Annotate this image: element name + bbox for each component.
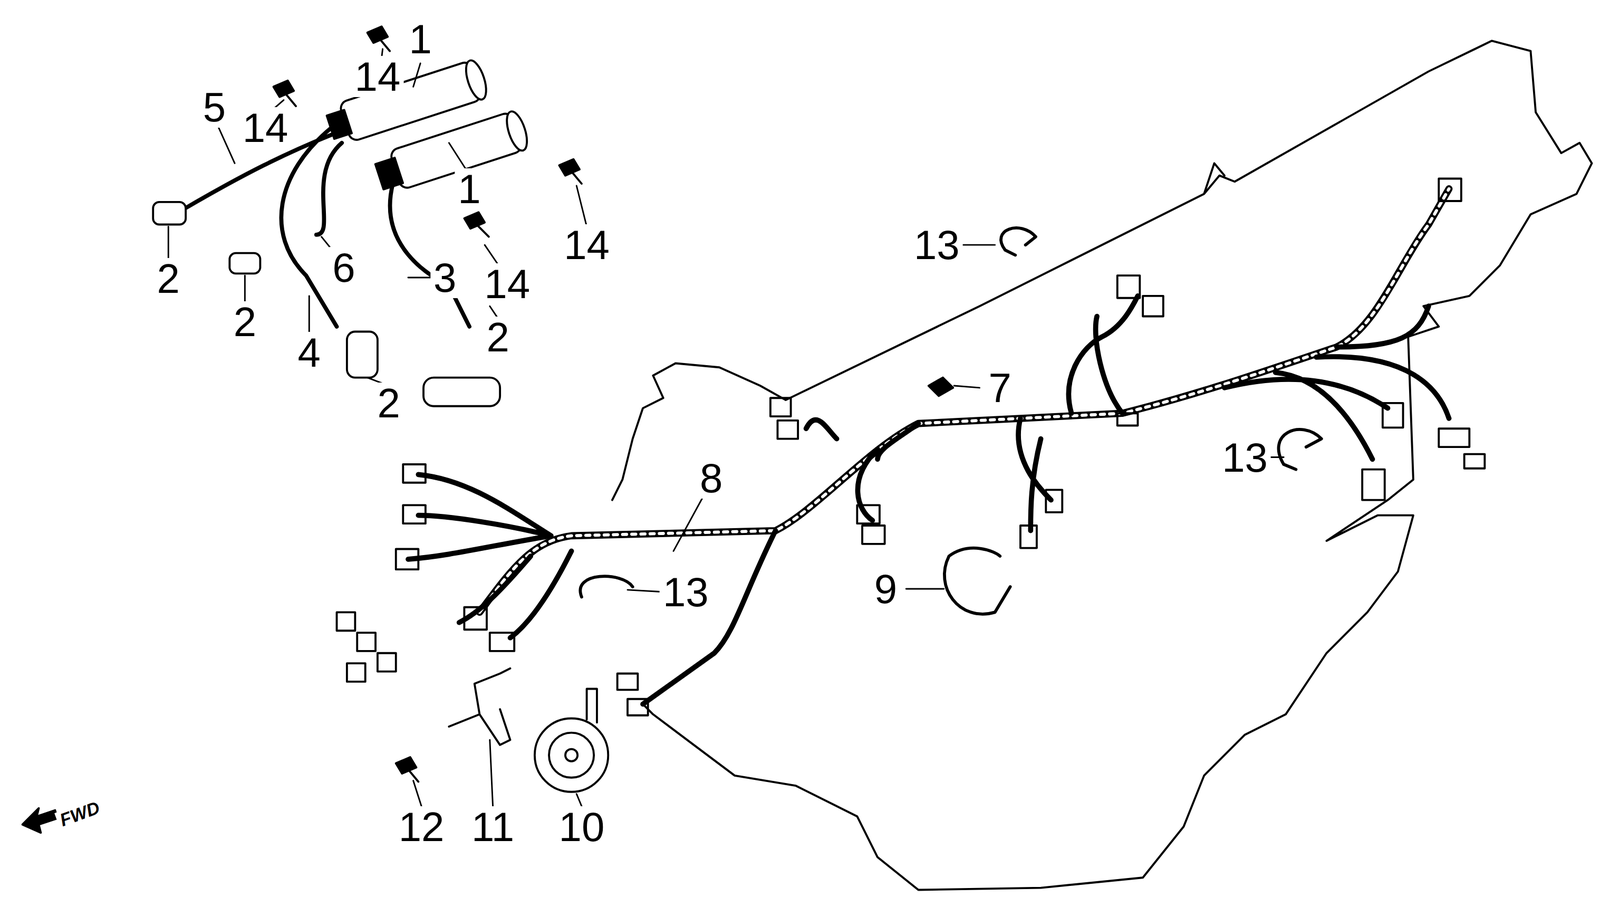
- callout-number: 2: [230, 301, 260, 343]
- ht-lead: [183, 127, 470, 327]
- callout-number: 4: [294, 331, 324, 373]
- fwd-arrow: [22, 807, 58, 833]
- callout-number: 14: [351, 55, 404, 98]
- callout-number: 1: [454, 168, 484, 210]
- bracket: [448, 668, 510, 745]
- callout-number: 12: [395, 805, 448, 847]
- callout-number: 3: [430, 256, 460, 298]
- callout-number: 7: [985, 367, 1015, 409]
- ignition-coil: [372, 109, 532, 196]
- clamp: [1000, 227, 1036, 256]
- callout-number: 13: [659, 571, 712, 613]
- band: [944, 547, 1011, 614]
- clamp: [580, 575, 633, 597]
- callout-number: 13: [910, 224, 963, 266]
- callout-number: 2: [153, 257, 183, 300]
- plug-cap: [152, 201, 500, 407]
- clip: [928, 377, 953, 397]
- callout-number: 6: [329, 246, 359, 288]
- callout-number: 2: [374, 382, 404, 424]
- callout-number: 14: [560, 224, 613, 266]
- callout-number: 1: [405, 18, 435, 60]
- callout-number: 9: [871, 567, 901, 610]
- callout-number: 10: [555, 805, 609, 847]
- wire-harness: [336, 178, 1486, 715]
- callout-number: 2: [483, 316, 513, 358]
- callout-number: 8: [696, 457, 726, 499]
- frame-outline: [612, 40, 1593, 890]
- clamp: [1278, 429, 1322, 470]
- callout-number: 14: [239, 107, 292, 149]
- callout-number: 5: [199, 86, 229, 128]
- callout-number: 11: [468, 805, 518, 847]
- bolt: [273, 26, 582, 782]
- callout-number: 14: [480, 263, 534, 305]
- horn: [534, 688, 609, 792]
- leader-line: [168, 49, 1284, 806]
- callout-number: 13: [1218, 436, 1271, 478]
- direction-label: FWD: [54, 796, 105, 831]
